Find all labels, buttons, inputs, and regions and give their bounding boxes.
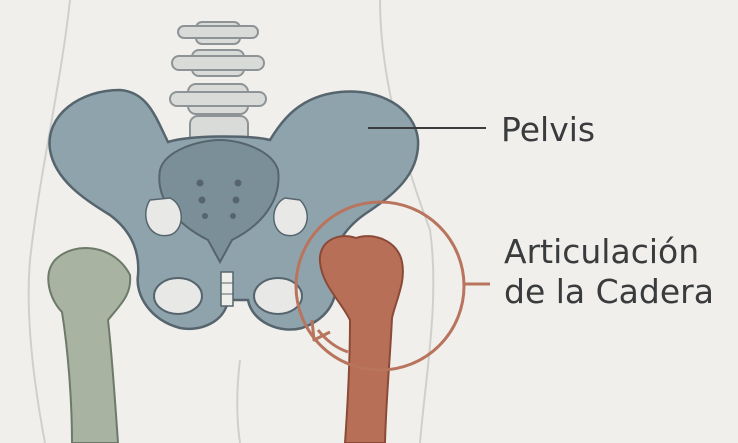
right-femur	[320, 236, 403, 443]
left-femur	[48, 248, 130, 443]
spine	[170, 22, 266, 146]
pelvis-label: Pelvis	[501, 110, 595, 150]
hip-joint-label: Articulación de la Cadera	[504, 232, 714, 312]
arrow-icon	[312, 320, 348, 352]
hip-joint-label-line1: Articulación	[504, 232, 714, 272]
hip-joint-label-line2: de la Cadera	[504, 272, 714, 312]
